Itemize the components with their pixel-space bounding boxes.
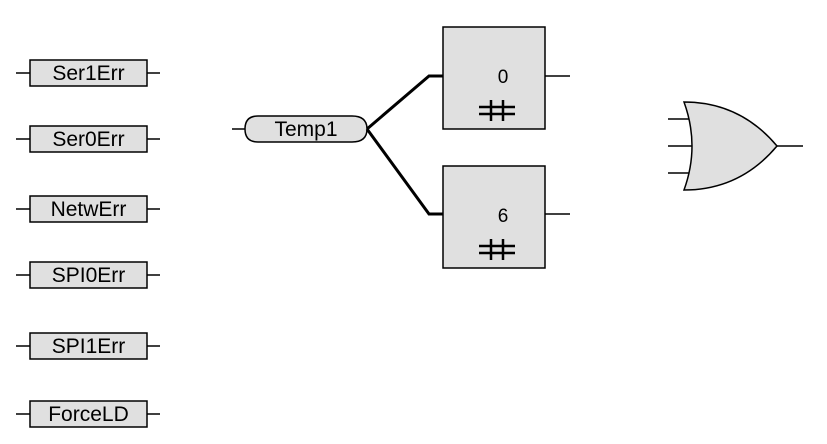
compare-block-0[interactable]: 0 bbox=[442, 26, 570, 130]
input-label-spi1err[interactable]: SPI1Err bbox=[16, 332, 160, 360]
input-label-ser1err[interactable]: Ser1Err bbox=[16, 59, 160, 87]
input-label-netwerr[interactable]: NetwErr bbox=[16, 195, 160, 223]
input-label-text: ForceLD bbox=[48, 403, 129, 426]
wire-to-block-6 bbox=[365, 128, 443, 216]
input-label-forceld[interactable]: ForceLD bbox=[16, 400, 160, 428]
input-label-text: SPI1Err bbox=[52, 335, 126, 358]
block-value: 0 bbox=[498, 67, 509, 88]
block-value: 6 bbox=[498, 206, 509, 227]
input-label-text: SPI0Err bbox=[52, 264, 126, 287]
variable-label: Temp1 bbox=[274, 118, 337, 141]
or-gate-icon[interactable] bbox=[668, 101, 803, 191]
wire-to-block-0 bbox=[366, 74, 443, 131]
input-label-text: Ser0Err bbox=[52, 128, 124, 151]
connection-wires bbox=[365, 74, 443, 216]
not-equal-icon bbox=[479, 100, 515, 121]
input-label-ser0err[interactable]: Ser0Err bbox=[16, 125, 160, 153]
variable-temp1[interactable]: Temp1 bbox=[232, 115, 368, 143]
input-label-text: Ser1Err bbox=[52, 62, 124, 85]
not-equal-icon bbox=[479, 239, 515, 260]
compare-block-6[interactable]: 6 bbox=[442, 165, 570, 269]
input-label-text: NetwErr bbox=[51, 198, 127, 221]
input-label-spi0err[interactable]: SPI0Err bbox=[16, 261, 160, 289]
input-labels: Ser1Err Ser0Err NetwErr SPI0Err SPI1Err bbox=[16, 59, 160, 428]
